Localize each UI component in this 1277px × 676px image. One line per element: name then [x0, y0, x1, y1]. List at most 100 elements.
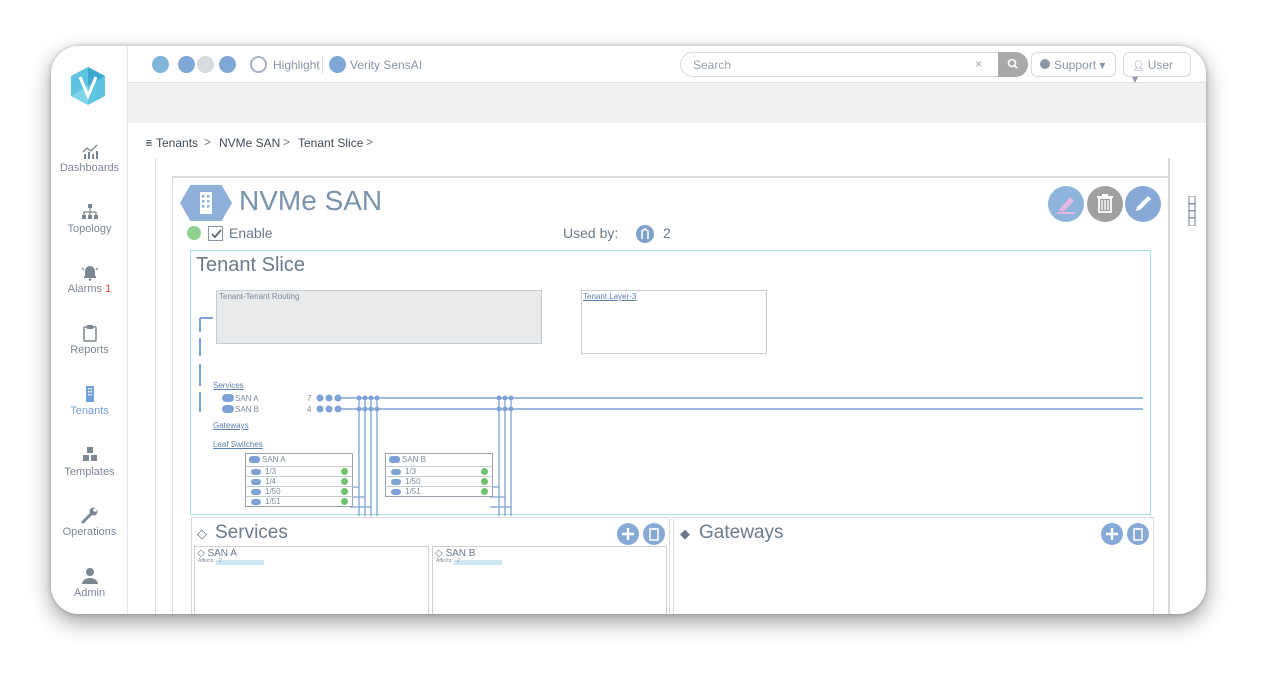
port-status-dot	[481, 488, 488, 495]
highlight-button[interactable]	[1048, 186, 1084, 222]
gateways-link[interactable]: Gateways	[213, 421, 249, 430]
service-card[interactable]	[194, 546, 429, 614]
search-input[interactable]: Search	[680, 52, 1000, 77]
topology-icon	[81, 204, 98, 219]
highlight-label[interactable]: Highlight	[273, 58, 320, 72]
leaf-switches-link[interactable]: Leaf Switches	[213, 440, 263, 449]
divider	[155, 158, 156, 614]
back-arrow-icon[interactable]	[178, 56, 195, 73]
highlighter-icon	[1057, 197, 1075, 214]
affects-count: 2	[457, 558, 460, 564]
tenant-slice-title: Tenant Slice	[196, 254, 305, 276]
divider	[172, 176, 173, 614]
used-by-label: Used by:	[563, 225, 619, 241]
tenant-routing-box[interactable]	[216, 290, 542, 344]
services-link[interactable]: Services	[213, 381, 244, 390]
switch-card[interactable]	[385, 453, 493, 497]
port-row[interactable]: 1/3	[385, 466, 493, 476]
delete-button[interactable]	[1087, 186, 1123, 222]
highlight-icon[interactable]	[250, 56, 267, 73]
breadcrumb-item-tenant-slice[interactable]: Tenant Slice	[298, 136, 364, 150]
user-small-icon: 👤︎	[1132, 61, 1145, 72]
affects-bar	[454, 560, 502, 565]
services-panel	[191, 517, 670, 614]
breadcrumb-item-tenants[interactable]: Tenants	[156, 136, 199, 150]
sidebar-item-label: Tenants	[70, 405, 109, 417]
sidebar-item-dashboards[interactable]: Dashboards	[51, 142, 128, 174]
forward-arrow-icon[interactable]	[197, 56, 214, 73]
toolbar-divider	[322, 56, 323, 74]
add-service-button[interactable]	[617, 523, 639, 545]
globe-icon[interactable]	[152, 56, 169, 73]
switch-ports: 1/3 1/50 1/51	[385, 466, 493, 497]
port-row[interactable]: 1/51	[245, 496, 353, 506]
switch-card[interactable]	[245, 453, 353, 507]
breadcrumb-separator: >	[204, 135, 212, 149]
cubes-icon	[82, 447, 97, 461]
clipboard-icon	[82, 325, 97, 342]
tenant-layer3-link[interactable]: Tenant Layer-3	[583, 292, 637, 301]
service-card[interactable]	[432, 546, 667, 614]
navigate-icon[interactable]	[219, 56, 236, 73]
sidebar-item-label: Alarms	[67, 283, 103, 295]
sidebar-item-reports[interactable]: Reports	[51, 324, 128, 356]
sidebar-item-label: Topology	[67, 223, 112, 235]
service-toggle-icon[interactable]	[222, 394, 234, 402]
sidebar-item-operations[interactable]: Operations	[51, 506, 128, 538]
tenant-layer3-box[interactable]	[581, 290, 767, 354]
switch-ports: 1/3 1/4 1/50 1/51	[245, 466, 353, 507]
breadcrumb-item-nvme-san[interactable]: NVMe SAN	[219, 136, 281, 150]
enable-label: Enable	[229, 225, 273, 241]
breadcrumb-separator: >	[366, 135, 374, 149]
alarm-count-badge: 1	[105, 283, 112, 295]
sensai-icon[interactable]	[329, 56, 346, 73]
sidebar-item-tenants[interactable]: Tenants	[51, 385, 128, 417]
port-row[interactable]: 1/51	[385, 486, 493, 496]
page-title: NVMe SAN	[239, 185, 383, 216]
service-card-title: ◇ SAN A	[197, 548, 237, 559]
port-row[interactable]: 1/3	[245, 466, 353, 476]
used-by-icon[interactable]	[636, 225, 654, 243]
port-status-dot	[341, 478, 348, 485]
sidebar: Dashboards Topology Alarms 1 Reports Ten…	[51, 46, 128, 614]
support-dropdown[interactable]: Support ▾	[1031, 52, 1116, 77]
divider	[173, 176, 1169, 178]
enable-checkbox[interactable]	[208, 226, 223, 241]
port-row[interactable]: 1/50	[385, 476, 493, 486]
sidebar-item-label: Templates	[64, 466, 115, 478]
sidebar-item-admin[interactable]: Admin	[51, 567, 128, 599]
help-icon	[1040, 59, 1050, 69]
wrench-icon	[81, 507, 97, 524]
switch-name: SAN B	[402, 455, 427, 464]
service-card-title: ◇ SAN B	[435, 548, 476, 559]
sidebar-item-label: Reports	[70, 344, 109, 356]
verity-logo-icon[interactable]	[70, 66, 106, 106]
sensai-label[interactable]: Verity SensAI	[350, 58, 423, 72]
port-icon	[251, 499, 261, 505]
sidebar-item-alarms[interactable]: Alarms 1	[51, 263, 128, 295]
service-toggle-icon[interactable]	[222, 405, 234, 413]
port-icon	[251, 479, 261, 485]
sidebar-item-label: Admin	[73, 587, 106, 599]
add-gateway-button[interactable]	[1101, 523, 1123, 545]
sidebar-item-label: Dashboards	[59, 162, 120, 174]
search-clear-icon[interactable]: ×	[975, 57, 983, 71]
slice-diagram	[199, 317, 1143, 516]
search-button[interactable]	[998, 52, 1028, 77]
gateways-title: Gateways	[699, 522, 784, 543]
clipboard-button[interactable]	[643, 523, 665, 545]
service-row-label: SAN B	[235, 405, 260, 414]
port-row[interactable]: 1/50	[245, 486, 353, 496]
alarm-bell-icon	[81, 266, 98, 281]
divider	[1168, 158, 1170, 614]
services-title: Services	[215, 522, 288, 543]
sidebar-item-templates[interactable]: Templates	[51, 446, 128, 478]
user-dropdown[interactable]: 👤︎User ▾	[1123, 52, 1191, 86]
building-icon	[200, 192, 212, 214]
port-row[interactable]: 1/4	[245, 476, 353, 486]
edit-button[interactable]	[1125, 186, 1161, 222]
port-icon	[251, 489, 261, 495]
clipboard-icon	[1133, 528, 1143, 541]
clipboard-button[interactable]	[1127, 523, 1149, 545]
sidebar-item-topology[interactable]: Topology	[51, 203, 128, 235]
